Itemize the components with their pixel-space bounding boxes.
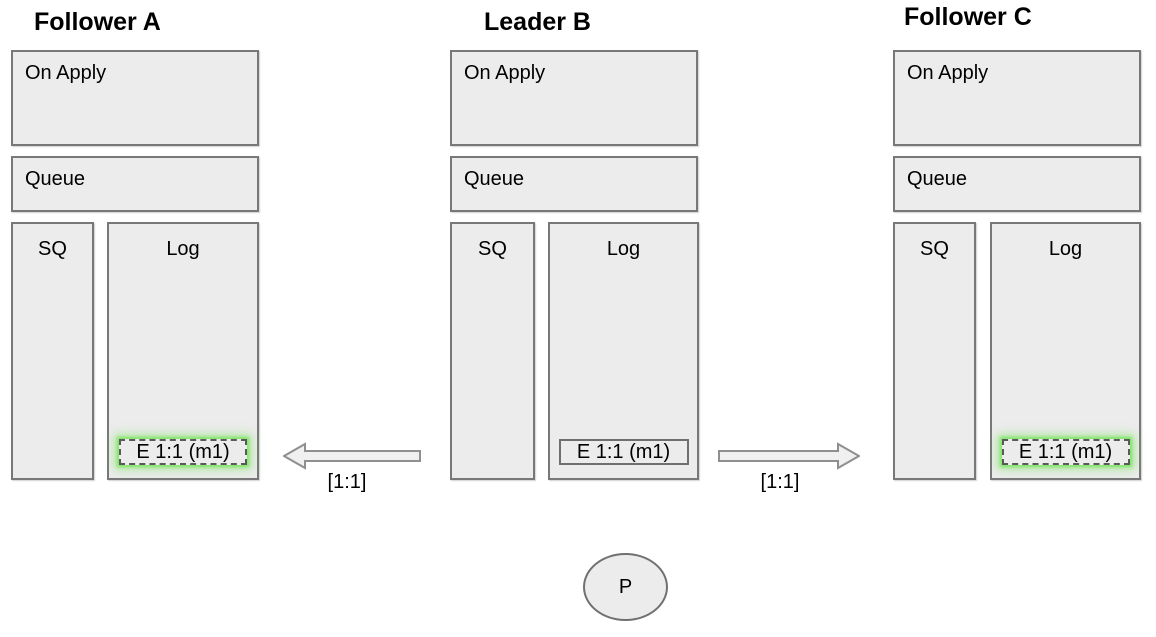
queue-label: Queue	[907, 168, 968, 190]
sq-label: SQ	[38, 238, 67, 260]
replication-arrow-left	[283, 442, 421, 470]
process-label: P	[618, 575, 633, 598]
queue-box: Queue	[11, 156, 259, 212]
queue-label: Queue	[25, 168, 86, 190]
on-apply-box: On Apply	[11, 50, 259, 146]
queue-label: Queue	[464, 168, 525, 190]
log-entry: E 1:1 (m1)	[119, 439, 247, 465]
arrow-right-shape	[718, 442, 860, 470]
replication-factor-label: [1:1]	[760, 471, 800, 493]
queue-box: Queue	[893, 156, 1141, 212]
queue-box: Queue	[450, 156, 698, 212]
on-apply-box: On Apply	[893, 50, 1141, 146]
sq-label: SQ	[478, 238, 507, 260]
process-ellipse: P	[583, 553, 668, 621]
log-entry: E 1:1 (m1)	[558, 439, 689, 465]
on-apply-label: On Apply	[907, 62, 989, 84]
node-title: Follower A	[34, 8, 161, 36]
node-title: Leader B	[484, 8, 591, 36]
arrow-left-shape	[283, 442, 421, 470]
sq-box: SQ	[450, 222, 535, 480]
replication-arrow-right	[718, 442, 860, 470]
log-label: Log	[166, 238, 200, 260]
on-apply-label: On Apply	[25, 62, 107, 84]
log-box: Log E 1:1 (m1)	[107, 222, 259, 480]
log-box: Log E 1:1 (m1)	[990, 222, 1141, 480]
log-label: Log	[1048, 238, 1083, 260]
log-entry: E 1:1 (m1)	[1001, 439, 1130, 465]
sq-label: SQ	[920, 238, 949, 260]
on-apply-label: On Apply	[464, 62, 546, 84]
on-apply-box: On Apply	[450, 50, 698, 146]
log-box: Log E 1:1 (m1)	[548, 222, 699, 480]
sq-box: SQ	[11, 222, 94, 480]
log-label: Log	[606, 238, 641, 260]
sq-box: SQ	[893, 222, 976, 480]
node-title: Follower C	[904, 3, 1032, 31]
replication-factor-label: [1:1]	[327, 471, 367, 493]
